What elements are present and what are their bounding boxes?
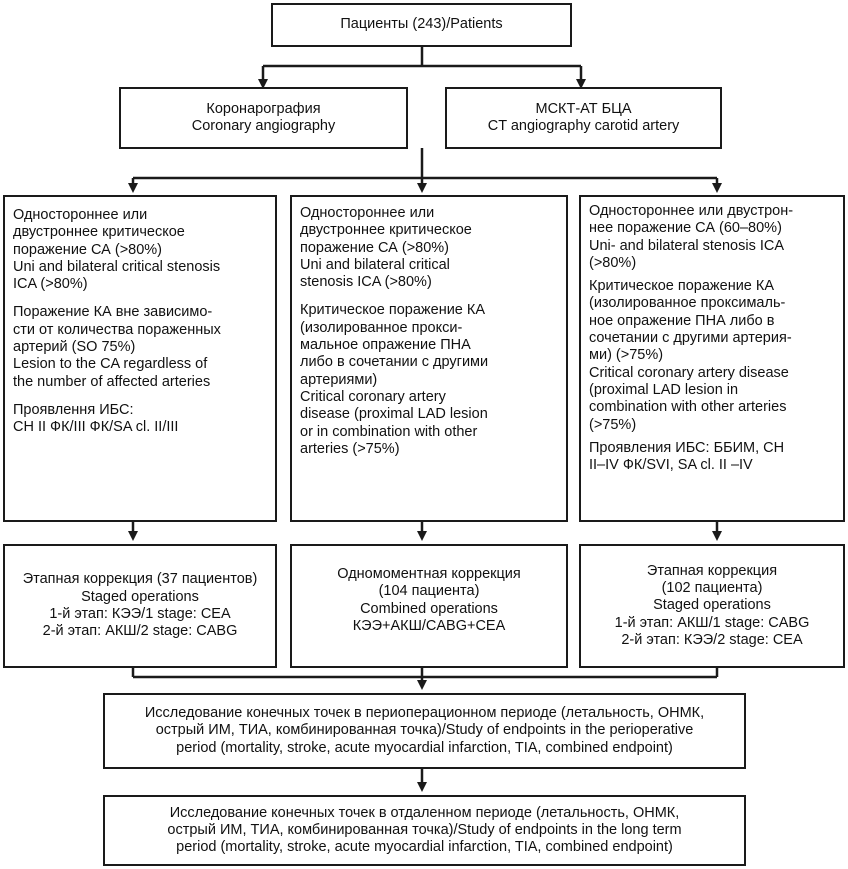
group2-text: артериями) [300, 371, 378, 388]
group1-text: сти от количества пораженных [13, 321, 221, 338]
group1-text: Проявлення ИБС: [13, 401, 134, 418]
group3-text: Проявления ИБС: ББИМ, CH [589, 439, 785, 456]
op3-text: Этапная коррекция [646, 562, 778, 579]
periop-text: острый ИМ, ТИА, комбинированная точка)/S… [155, 722, 694, 739]
periop-text: period (mortality, stroke, acute myocard… [176, 739, 673, 756]
group2-text: Critical coronary artery [300, 388, 446, 405]
group2-text: (изолированное прокси- [300, 319, 463, 336]
op1-text: 1-й этап: КЭЭ/1 stage: CEA [49, 606, 231, 622]
op1-text: 2-й этап: АКШ/2 stage: CABG [42, 623, 238, 640]
group2-text: мальное опражение ПНА [300, 337, 471, 354]
group2-text: Uni and bilateral critical [300, 256, 450, 273]
group3-text: сочетании с другими артерия- [589, 330, 792, 347]
group3-text: (>75%) [589, 416, 637, 433]
op3-text: (102 пациента) [661, 580, 763, 597]
group1-text: CH II ФК/III ФК/SA cl. II/III [13, 419, 179, 436]
op1-staged-box: Этапная коррекция (37 пациентов) Staged … [3, 544, 277, 668]
group1-text: артерий (SO 75%) [13, 339, 136, 356]
op3-text: 2-й этап: КЭЭ/2 stage: CEA [621, 631, 803, 648]
group3-text: (>80%) [589, 254, 637, 271]
group3-text: Критическое поражение КА [589, 278, 775, 295]
ct-label-ru: МСКТ-АТ БЦА [535, 100, 632, 117]
group2-text: Одностороннее или [300, 205, 435, 221]
group2-text: Критическое поражение КА [300, 302, 486, 319]
periop-text: Исследование конечных точек в периопeрац… [144, 705, 705, 722]
ct-label-en: CT angiography carotid artery [487, 118, 680, 134]
group3-text: нее поражение СА (60–80%) [589, 220, 782, 237]
group3-text: ное опражение ПНА либо в [589, 312, 775, 329]
group2-text: arteries (>75%) [300, 440, 400, 457]
longterm-text: Исследование конечных точек в отдаленном… [169, 804, 680, 821]
group3-text: ми) (>75%) [589, 347, 664, 364]
patients-label: Пациенты (243)/Patients [340, 16, 503, 33]
op2-text: (104 пациента) [378, 583, 480, 600]
group1-text: Одностороннее или [13, 207, 148, 223]
group1-text: двустроннее критическое [13, 224, 185, 241]
longterm-text: period (mortality, stroke, acute myocard… [176, 839, 673, 856]
longterm-endpoints-box: Исследование конечных точек в отдаленном… [103, 795, 746, 866]
group1-text: the number of affected arteries [13, 373, 211, 390]
group2-text: or in combination with other [300, 423, 478, 440]
coronary-angiography-box: Коронарография Coronary angiography [119, 87, 408, 149]
group2-criteria-box: Одностороннее или двустроннее критическо… [290, 195, 568, 522]
group3-text: Critical coronary artery disease [589, 364, 789, 381]
longterm-text: острый ИМ, ТИА, комбинированная точка)/S… [167, 821, 682, 838]
op2-text: Combined operations [360, 600, 498, 617]
group3-text: II–IV ФК/SVI, SA cl. II –IV [589, 457, 753, 474]
group3-text: Одностороннее или двустрон- [589, 203, 794, 219]
group1-text: поражение СА (>80%) [13, 241, 163, 258]
ct-angiography-box: МСКТ-АТ БЦА CT angiography carotid arter… [445, 87, 722, 149]
group1-text: Uni and bilateral critical stenosis [13, 258, 221, 275]
group1-text: Поражение КА вне зависимо- [13, 304, 213, 321]
group3-text: (изолированное проксималь- [589, 295, 786, 312]
coronary-label-en: Coronary angiography [191, 118, 336, 134]
op3-text: 1-й этап: АКШ/1 stage: CABG [614, 614, 810, 631]
group2-text: двустроннее критическое [300, 222, 472, 239]
op1-text: Staged operations [81, 588, 199, 605]
group2-text: stenosis ICA (>80%) [300, 274, 432, 291]
perioperative-endpoints-box: Исследование конечных точек в периопeрац… [103, 693, 746, 769]
group3-criteria-box: Одностороннее или двустрон- нее поражени… [579, 195, 845, 522]
op2-text: Одномоментная коррекция [337, 566, 521, 582]
group3-text: (proximal LAD lesion in [589, 381, 739, 398]
group3-text: combination with other arteries [589, 399, 787, 416]
group2-text: либо в сочетании с другими [300, 354, 489, 371]
op1-text: Этапная коррекция (37 пациентов) [22, 571, 258, 588]
op2-text: КЭЭ+АКШ/CABG+CEA [352, 617, 506, 634]
group1-text: ICA (>80%) [13, 276, 88, 293]
coronary-label-ru: Коронарография [206, 100, 321, 117]
op3-staged-box: Этапная коррекция (102 пациента) Staged … [579, 544, 845, 668]
op2-combined-box: Одномоментная коррекция (104 пациента) C… [290, 544, 568, 668]
group2-text: disease (proximal LAD lesion [300, 406, 488, 423]
group3-text: Uni- and bilateral stenosis ICA [589, 237, 785, 254]
group1-text: Lesion to the CA regardless of [13, 356, 208, 373]
op3-text: Staged operations [653, 597, 771, 614]
group2-text: поражение СА (>80%) [300, 239, 450, 256]
group1-criteria-box: Одностороннее или двустроннее критическо… [3, 195, 277, 522]
patients-box: Пациенты (243)/Patients [271, 3, 572, 47]
